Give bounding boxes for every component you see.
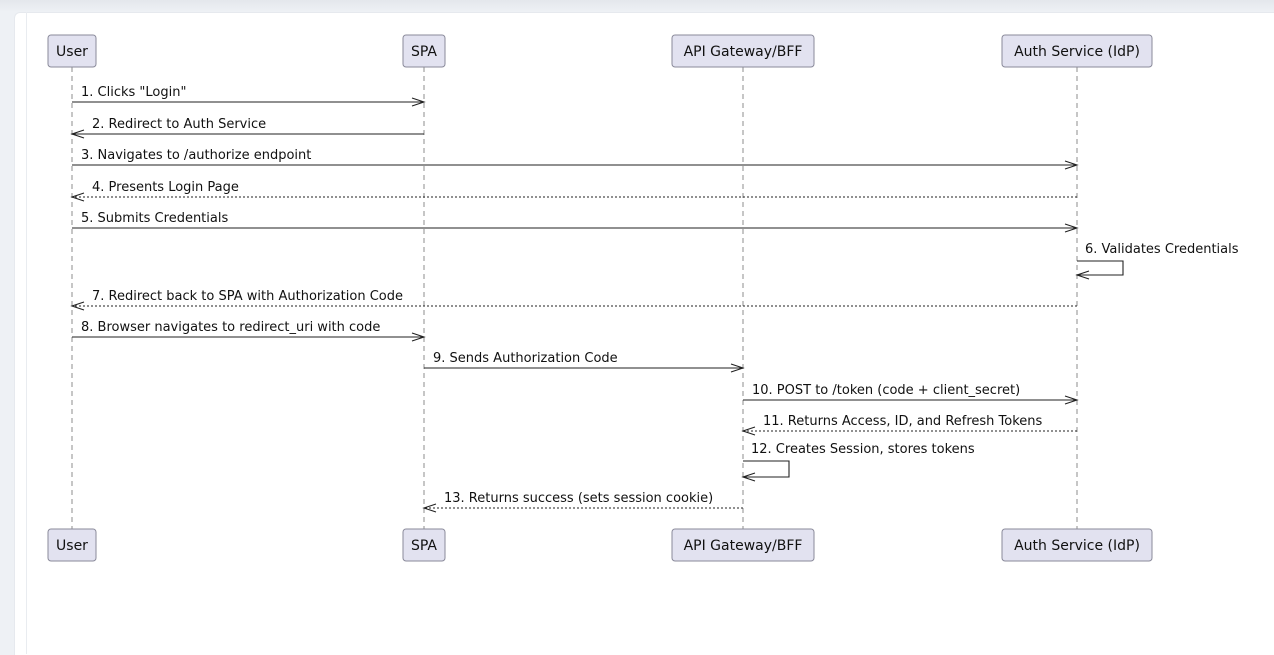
message-label-8: 8. Browser navigates to redirect_uri wit… bbox=[81, 320, 380, 335]
participant-box-bottom-api-gateway-bff bbox=[671, 528, 815, 562]
participant-label-bottom-user: User bbox=[56, 538, 88, 554]
message-line-6 bbox=[1077, 260, 1124, 276]
message-arrowhead-7 bbox=[70, 301, 85, 311]
message-arrowhead-5 bbox=[1064, 223, 1079, 233]
message-label-13: 13. Returns success (sets session cookie… bbox=[444, 491, 713, 506]
message-arrowhead-10 bbox=[1064, 395, 1079, 405]
participant-label-top-user: User bbox=[56, 44, 88, 60]
message-label-11: 11. Returns Access, ID, and Refresh Toke… bbox=[763, 414, 1043, 429]
participant-box-top-user bbox=[47, 34, 97, 68]
message-label-12: 12. Creates Session, stores tokens bbox=[751, 442, 975, 457]
message-label-5: 5. Submits Credentials bbox=[81, 211, 228, 226]
message-arrowhead-13 bbox=[422, 503, 437, 513]
message-label-6: 6. Validates Credentials bbox=[1085, 242, 1239, 257]
message-arrowhead-4 bbox=[70, 192, 85, 202]
message-arrowhead-6 bbox=[1075, 270, 1090, 280]
participant-box-bottom-spa bbox=[402, 528, 446, 562]
participant-label-bottom-spa: SPA bbox=[411, 538, 437, 554]
top-shadow bbox=[0, 0, 1274, 12]
participant-box-bottom-user bbox=[47, 528, 97, 562]
message-label-2: 2. Redirect to Auth Service bbox=[92, 117, 266, 132]
participant-label-top-spa: SPA bbox=[411, 44, 437, 60]
message-label-4: 4. Presents Login Page bbox=[92, 180, 239, 195]
message-label-7: 7. Redirect back to SPA with Authorizati… bbox=[92, 289, 403, 304]
left-rule bbox=[26, 12, 27, 654]
message-arrowhead-12 bbox=[741, 472, 756, 482]
participant-box-top-spa bbox=[402, 34, 446, 68]
message-label-1: 1. Clicks "Login" bbox=[81, 85, 186, 100]
message-arrowhead-11 bbox=[741, 426, 756, 436]
message-arrowhead-9 bbox=[730, 363, 745, 373]
message-arrowhead-8 bbox=[411, 332, 426, 342]
participant-box-top-auth-service-idp bbox=[1001, 34, 1153, 68]
participant-label-bottom-api-gateway-bff: API Gateway/BFF bbox=[684, 538, 803, 554]
message-arrowhead-1 bbox=[411, 97, 426, 107]
participant-box-top-api-gateway-bff bbox=[671, 34, 815, 68]
message-arrowhead-2 bbox=[70, 129, 85, 139]
participant-label-top-auth-service-idp: Auth Service (IdP) bbox=[1014, 44, 1140, 60]
message-line-12 bbox=[743, 460, 790, 478]
participant-label-top-api-gateway-bff: API Gateway/BFF bbox=[684, 44, 803, 60]
participant-label-bottom-auth-service-idp: Auth Service (IdP) bbox=[1014, 538, 1140, 554]
message-label-3: 3. Navigates to /authorize endpoint bbox=[81, 148, 311, 163]
message-arrowhead-3 bbox=[1064, 160, 1079, 170]
participant-box-bottom-auth-service-idp bbox=[1001, 528, 1153, 562]
message-label-10: 10. POST to /token (code + client_secret… bbox=[752, 383, 1020, 398]
message-label-9: 9. Sends Authorization Code bbox=[433, 351, 618, 366]
